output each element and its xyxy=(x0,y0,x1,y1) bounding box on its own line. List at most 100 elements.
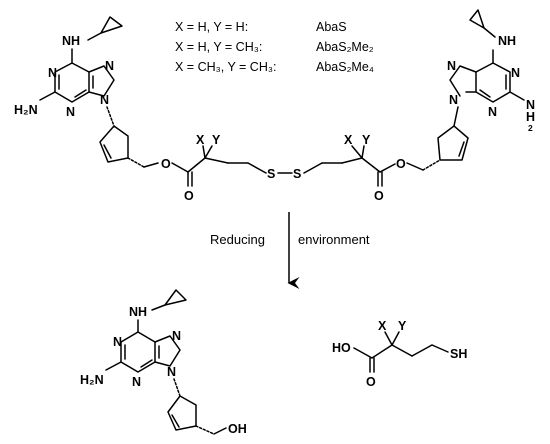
bond xyxy=(406,162,424,171)
legend-name-3: AbaS₂Me₄ xyxy=(316,60,374,74)
n-atom: N xyxy=(172,329,181,343)
ester-o-left: O xyxy=(161,157,171,171)
n-atom: N xyxy=(48,66,57,80)
y-substituent-left: Y xyxy=(212,133,221,147)
n9-atom-left: N xyxy=(100,93,109,107)
bond xyxy=(151,304,166,311)
bond xyxy=(384,331,393,346)
bond xyxy=(458,141,465,157)
bond xyxy=(143,162,159,168)
imidazole-ring-left xyxy=(88,65,115,97)
bond xyxy=(453,106,459,127)
ho-atom: HO xyxy=(332,341,351,355)
cyclopentene-ring-right xyxy=(437,125,469,161)
bond xyxy=(171,414,180,428)
bond xyxy=(105,361,122,371)
bond xyxy=(509,91,525,101)
bond xyxy=(171,162,189,173)
n-atom: N xyxy=(132,375,141,389)
cyclopropyl-ring-right xyxy=(469,9,485,29)
bond xyxy=(106,106,115,127)
bond xyxy=(213,427,227,435)
bond xyxy=(431,344,449,353)
bond xyxy=(173,378,181,397)
cyclopentene-ring-left xyxy=(99,125,129,163)
n-atom: N xyxy=(113,335,122,349)
left-abacavir-unit: NH N N N N H₂N O O X Y xyxy=(14,16,301,203)
pyrimidine-ring-right xyxy=(475,62,511,103)
bond xyxy=(361,157,381,173)
pyrimidine-ring-product xyxy=(120,331,156,373)
bond xyxy=(391,331,400,346)
h2n-atom-product: H₂N xyxy=(80,373,104,387)
bond xyxy=(341,157,363,164)
n-atom: N xyxy=(511,66,520,80)
bond xyxy=(140,359,153,368)
n-atom: N xyxy=(66,105,75,119)
y-substituent-acid: Y xyxy=(398,319,407,333)
bond xyxy=(353,347,373,359)
bond xyxy=(204,157,229,164)
product-thiol-acid: HO O X Y SH xyxy=(332,319,467,389)
x-substituent-acid: X xyxy=(378,319,387,333)
product-abacavir: NH N N N N H₂N OH xyxy=(80,289,247,436)
nh-atom-right: NH xyxy=(498,34,516,48)
bond xyxy=(371,344,393,359)
bond xyxy=(202,145,206,159)
nh-atom-left: NH xyxy=(62,34,80,48)
imidazole-ring-product xyxy=(154,335,181,367)
bond xyxy=(74,89,87,98)
n9-atom-right: N xyxy=(449,93,458,107)
bond xyxy=(127,157,145,168)
acid-carbonyl-o: O xyxy=(366,375,376,389)
legend: X = H, Y = H: AbaS X = H, Y = CH₃: AbaS₂… xyxy=(175,20,374,74)
nh2-subscript: 2 xyxy=(528,123,533,133)
nh-atom-product: NH xyxy=(129,305,147,319)
right-abacavir-unit: X Y O O N N N N NH N H 2 xyxy=(303,9,535,203)
bond xyxy=(195,425,215,435)
bond xyxy=(103,144,112,159)
bond xyxy=(379,163,396,173)
reaction-arrow: Reducing environment xyxy=(210,212,370,289)
sulfur-left: S xyxy=(267,167,275,181)
h2n-atom-left: H₂N xyxy=(14,103,38,117)
bond xyxy=(247,162,267,174)
bond xyxy=(204,145,213,159)
imidazole-ring-right xyxy=(449,65,477,97)
nh2-h-atom: H xyxy=(526,110,535,124)
oh-atom-product: OH xyxy=(228,422,247,436)
arrow-label-environment: environment xyxy=(298,232,370,247)
sulfur-right: S xyxy=(293,167,301,181)
sh-atom: SH xyxy=(450,347,467,361)
bond xyxy=(187,157,206,173)
x-substituent-left: X xyxy=(196,133,205,147)
bond xyxy=(39,91,56,101)
legend-condition-2: X = H, Y = CH₃: xyxy=(175,40,262,54)
n-atom: N xyxy=(105,59,114,73)
arrow-label-reducing: Reducing xyxy=(210,232,265,247)
n-atom: N xyxy=(488,105,497,119)
n-atom: N xyxy=(447,59,456,73)
pyrimidine-ring-left xyxy=(54,62,90,103)
legend-name-1: AbaS xyxy=(316,20,347,34)
nh2-n-atom: N xyxy=(526,98,535,112)
x-substituent-right: X xyxy=(344,133,353,147)
cyclopropyl-ring-product xyxy=(164,289,187,306)
bond xyxy=(422,159,441,171)
bond xyxy=(483,27,496,38)
carbonyl-o-left: O xyxy=(184,189,194,203)
cyclopropyl-ring-left xyxy=(100,16,123,34)
bond xyxy=(303,162,323,174)
y-substituent-right: Y xyxy=(362,133,371,147)
legend-condition-1: X = H, Y = H: xyxy=(175,20,248,34)
legend-name-2: AbaS₂Me₂ xyxy=(316,40,374,54)
cyclopentene-ring-product xyxy=(167,395,197,431)
ester-o-right: O xyxy=(396,157,406,171)
bond xyxy=(87,32,102,41)
bond xyxy=(479,89,491,98)
bond xyxy=(391,344,413,357)
carbonyl-o-right: O xyxy=(374,189,384,203)
bond xyxy=(361,145,365,159)
bond xyxy=(411,344,433,357)
